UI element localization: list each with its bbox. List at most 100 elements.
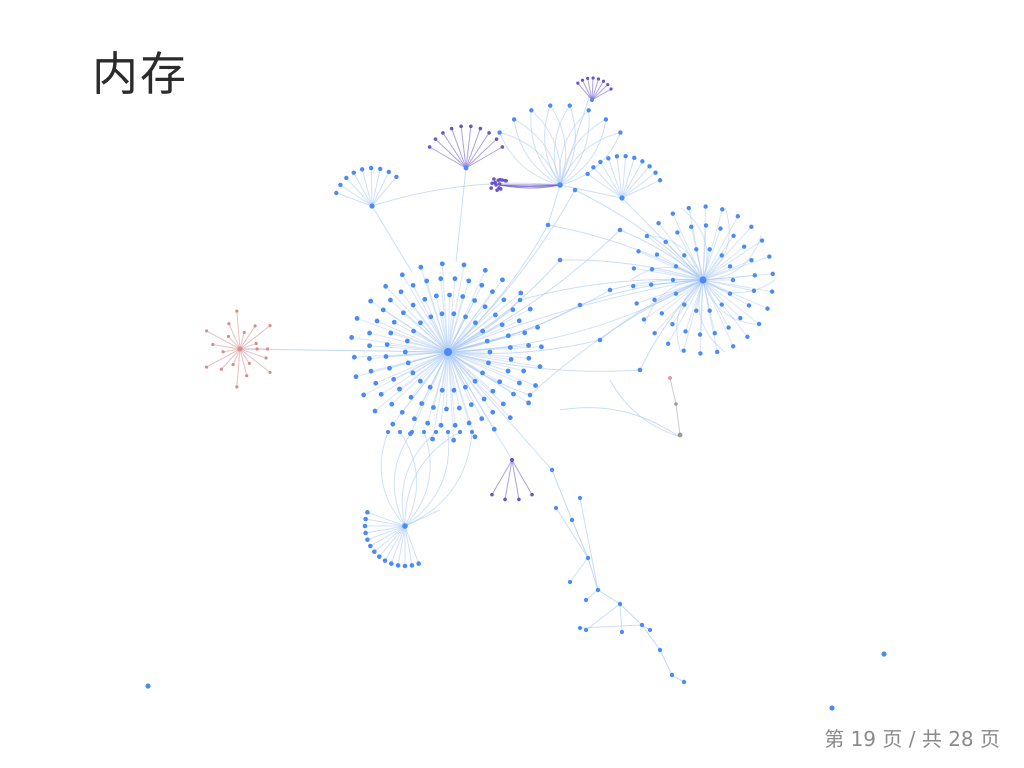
graph-node: [533, 383, 538, 388]
graph-node: [614, 154, 620, 159]
graph-node: [681, 679, 687, 685]
graph-edge: [447, 351, 511, 419]
graph-node: [714, 349, 720, 355]
graph-node: [402, 349, 408, 355]
graph-node: [677, 432, 683, 438]
graph-edge: [447, 351, 455, 391]
graph-edge: [630, 266, 704, 281]
graph-edge: [228, 323, 241, 350]
graph-node: [439, 387, 445, 393]
graph-node: [367, 356, 372, 361]
graph-edge: [658, 222, 704, 281]
graph-node: [469, 124, 473, 129]
graph-node: [577, 302, 583, 308]
graph-node: [492, 312, 498, 318]
graph-node: [469, 429, 475, 435]
graph-edge: [239, 325, 256, 350]
graph-edge: [669, 377, 677, 405]
graph-node: [497, 379, 503, 385]
graph-edge: [365, 518, 406, 527]
graph-edge: [702, 279, 741, 319]
graph-node: [480, 370, 485, 376]
graph-edge: [633, 267, 704, 281]
graph-edge: [447, 278, 456, 353]
graph-edge: [643, 279, 704, 320]
graph-edge: [220, 348, 241, 370]
graph-edge: [371, 171, 390, 207]
graph-node: [495, 188, 499, 192]
graph-edge: [621, 156, 627, 199]
graph-node: [637, 367, 643, 373]
graph-edge: [702, 279, 755, 292]
graph-node: [486, 360, 491, 366]
graph-edge: [232, 348, 241, 365]
graph-node: [670, 277, 676, 283]
graph-node: [255, 347, 259, 351]
graph-edge: [699, 279, 704, 354]
graph-edge: [365, 525, 406, 534]
graph-edge: [412, 304, 449, 353]
graph-node: [487, 349, 493, 355]
graph-edge: [702, 216, 739, 281]
graph-node: [378, 391, 384, 397]
graph-edge: [499, 184, 561, 187]
graph-edge: [356, 317, 449, 353]
graph-node: [451, 437, 457, 443]
graph-edge: [676, 279, 704, 353]
graph-edge: [384, 525, 406, 561]
graph-node: [466, 420, 472, 426]
graph-edge: [530, 110, 561, 186]
graph-node: [752, 273, 758, 278]
graph-edge: [239, 348, 271, 373]
graph-node: [727, 264, 733, 269]
graph-edge: [375, 351, 449, 384]
graph-node: [463, 165, 469, 171]
graph-node: [659, 311, 665, 316]
graph-node: [545, 222, 551, 228]
graph-edge: [621, 172, 656, 199]
graph-edge: [465, 132, 490, 169]
graph-edge: [591, 88, 612, 101]
graph-edge: [702, 279, 748, 338]
graph-edge: [641, 624, 661, 651]
graph-node: [731, 233, 736, 239]
graph-node: [511, 117, 517, 122]
graph-node: [490, 492, 494, 497]
graph-node: [517, 297, 523, 303]
graph-edge: [447, 351, 456, 426]
graph-node: [669, 672, 675, 678]
graph-node: [500, 178, 505, 182]
graph-node: [482, 267, 488, 273]
graph-edge: [345, 177, 373, 207]
graph-node: [590, 98, 594, 102]
graph-node: [245, 374, 249, 378]
graph-node: [647, 627, 653, 633]
graph-edge: [447, 339, 601, 355]
graph-node: [741, 244, 747, 249]
graph-node: [397, 429, 403, 435]
graph-edge: [427, 351, 449, 424]
graph-node: [253, 324, 257, 328]
graph-node: [254, 341, 258, 346]
graph-edge: [447, 289, 611, 353]
graph-node: [449, 126, 454, 131]
graph-edge: [419, 351, 449, 382]
graph-node: [457, 429, 463, 435]
graph-edge: [447, 296, 464, 353]
graph-node: [480, 328, 486, 334]
graph-edge: [442, 132, 467, 169]
graph-node: [765, 306, 770, 311]
graph-node: [427, 384, 433, 390]
graph-node: [682, 302, 687, 307]
graph-node: [444, 348, 452, 356]
graph-edge: [702, 279, 731, 295]
graph-node: [418, 320, 423, 326]
graph-node: [451, 311, 457, 317]
graph-edge: [621, 179, 661, 199]
graph-node: [490, 388, 496, 394]
graph-edge: [340, 184, 373, 207]
graph-edge: [441, 313, 449, 353]
graph-node: [472, 434, 478, 440]
graph-node: [663, 239, 668, 245]
graph-node: [353, 374, 359, 380]
